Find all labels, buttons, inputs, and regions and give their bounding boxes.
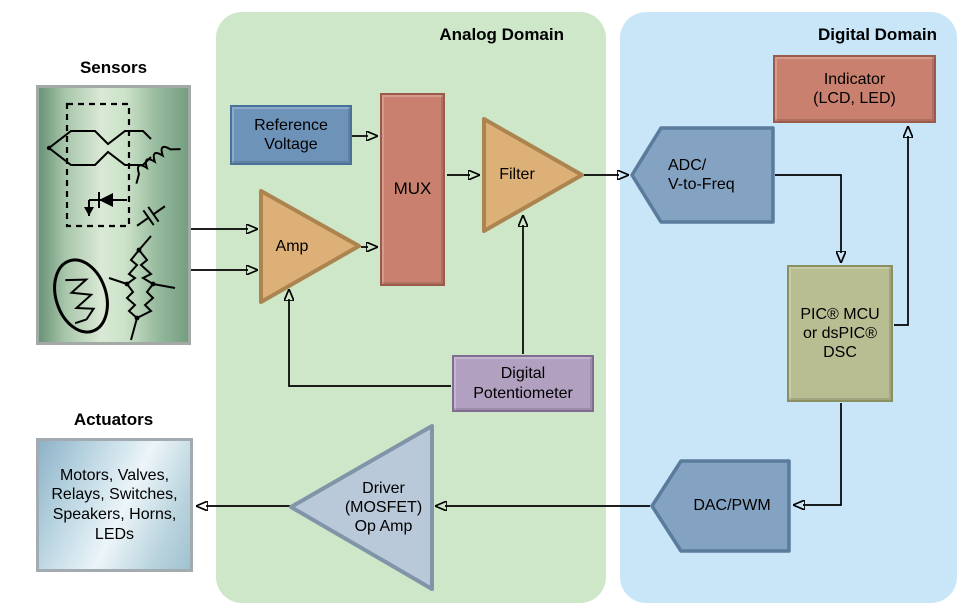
dac-pentagon-icon — [650, 459, 791, 553]
indicator-label: Indicator (LCD, LED) — [813, 70, 896, 107]
adc-pentagon-icon — [630, 126, 775, 224]
amp-triangle-icon — [259, 189, 361, 304]
driver-triangle-icon — [289, 424, 434, 591]
sensors-box — [36, 85, 191, 345]
filter-triangle-icon — [482, 117, 584, 233]
actuators-list: Motors, Valves, Relays, Switches, Speake… — [51, 466, 178, 543]
filter-block: Filter — [481, 116, 585, 234]
reference-voltage-block: Reference Voltage — [230, 105, 352, 165]
dac-pwm-block: DAC/PWM — [650, 458, 792, 554]
amp-block: Amp — [258, 188, 362, 305]
sensor-symbols-icon — [46, 102, 181, 341]
actuators-box: Motors, Valves, Relays, Switches, Speake… — [36, 438, 193, 572]
digital-potentiometer-block: Digital Potentiometer — [452, 355, 594, 412]
actuators-title: Actuators — [73, 410, 154, 429]
analog-domain-title: Analog Domain — [439, 25, 564, 44]
pic-mcu-block: PIC® MCU or dsPIC® DSC — [787, 265, 893, 402]
mux-block: MUX — [380, 93, 445, 286]
driver-block: Driver (MOSFET) Op Amp — [288, 423, 435, 592]
pic-mcu-label: PIC® MCU or dsPIC® DSC — [800, 305, 880, 362]
indicator-block: Indicator (LCD, LED) — [773, 55, 936, 123]
reference-voltage-label: Reference Voltage — [254, 116, 328, 153]
digital-domain-title: Digital Domain — [817, 25, 937, 44]
sensors-title: Sensors — [79, 58, 148, 77]
mux-label: MUX — [393, 179, 432, 199]
adc-block: ADC/ V-to-Freq — [630, 125, 776, 225]
digital-potentiometer-label: Digital Potentiometer — [473, 365, 573, 402]
